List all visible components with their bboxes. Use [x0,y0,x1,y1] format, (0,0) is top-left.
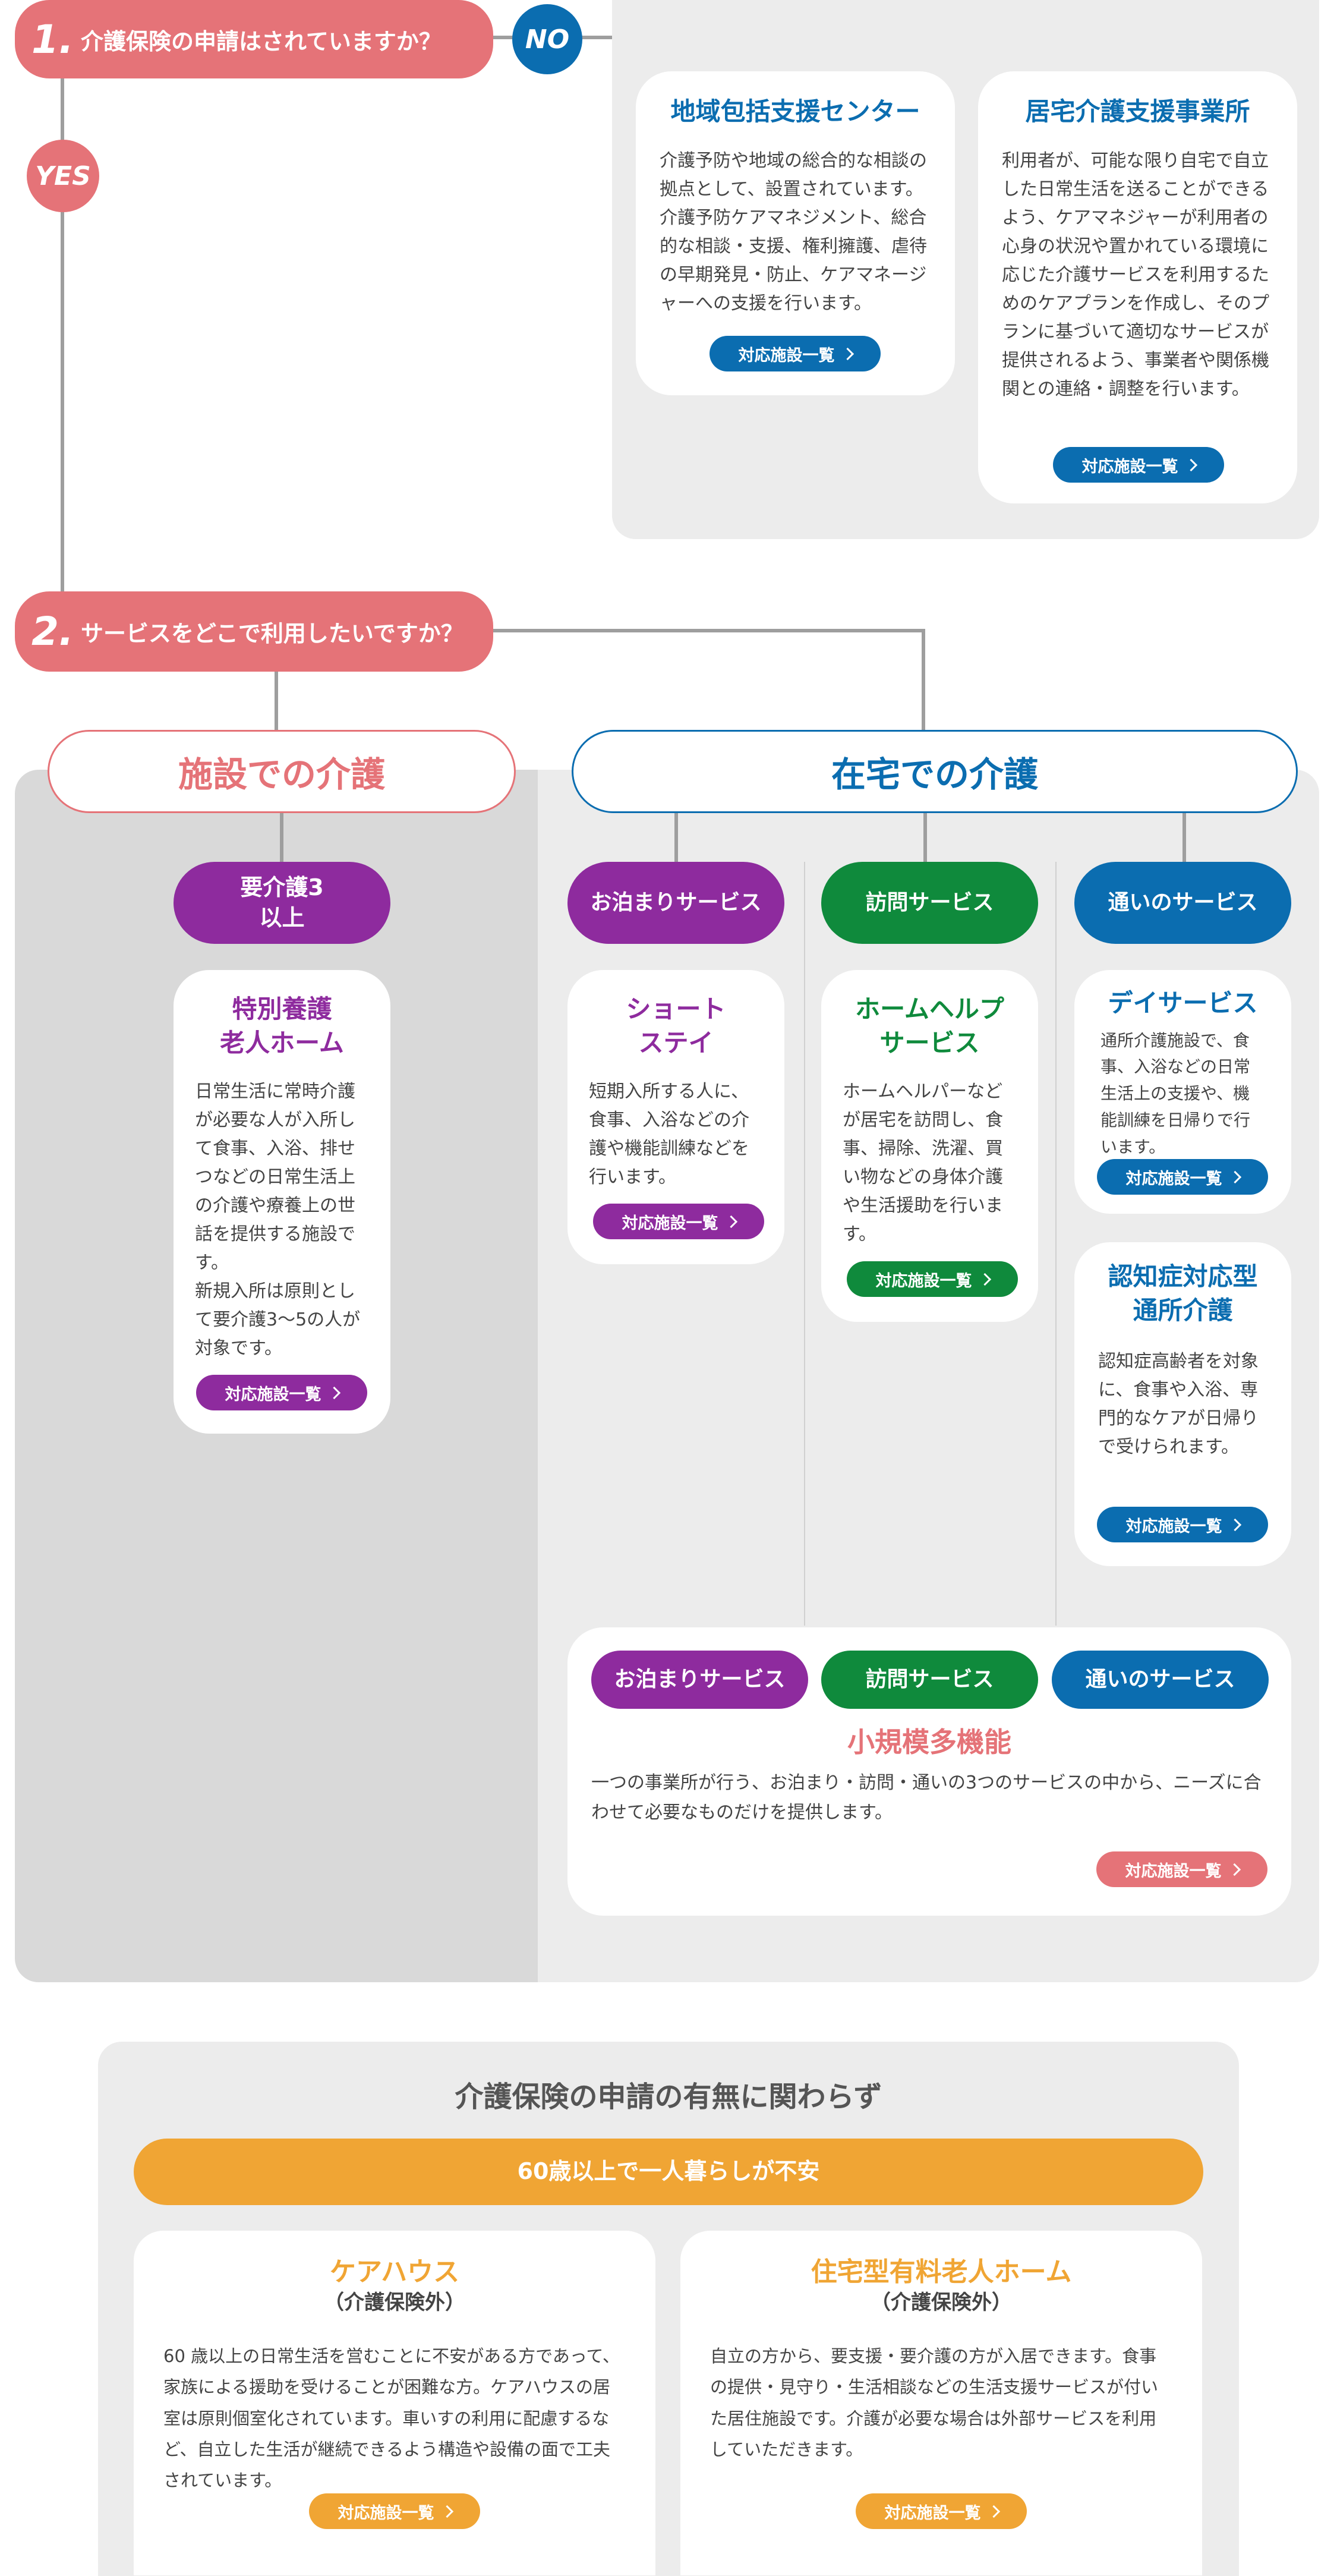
non-insurance-heading: 介護保険の申請の有無に関わらず [455,2080,882,2114]
residential-home-list-button[interactable]: 対応施設一覧 [856,2493,1027,2529]
special-nursing-home-list-button[interactable]: 対応施設一覧 [196,1375,367,1410]
home-help-body: ホームヘルパーなどが居宅を訪問し、食事、掃除、洗濯、買い物などの身体介護や生活援… [843,1081,1003,1245]
no-badge: NO [512,4,582,74]
overnight-service-label: お泊まりサービス [567,862,784,944]
carehouse-subtitle: （介護保険外） [324,2291,465,2315]
carehouse-list-button[interactable]: 対応施設一覧 [309,2493,480,2529]
care-level-3-label: 要介護3 以上 [174,862,390,944]
column-divider-1 [804,862,805,1626]
connector-q2-right-v [922,629,925,731]
care-office-card: 居宅介護支援事業所 利用者が、可能な限り自宅で自立した日常生活を送ることができる… [978,71,1297,503]
multi-visit-label: 訪問サービス [821,1651,1038,1709]
dementia-day-title: 認知症対応型 通所介護 [1108,1262,1258,1325]
residential-home-card: 住宅型有料老人ホーム （介護保険外） 自立の方から、要支援・要介護の方が入居でき… [680,2231,1202,2575]
home-help-title: ホームヘルプ サービス [855,994,1004,1057]
question-1-text: 介護保険の申請はされていますか？ [81,28,442,55]
special-nursing-home-card: 特別養護 老人ホーム 日常生活に常時介護が必要な人が入所して食事、入浴、排せつな… [174,970,390,1434]
column-divider-2 [1055,862,1057,1626]
carehouse-body: 60 歳以上の日常生活を営むことに不安がある方であって、家族による援助を受けるこ… [163,2346,620,2491]
facility-care-title: 施設での介護 [178,754,385,795]
small-multifunction-title: 小規模多機能 [847,1726,1011,1758]
facility-care-header: 施設での介護 [48,730,516,813]
support-center-title: 地域包括支援センター [670,97,920,126]
home-help-list-button[interactable]: 対応施設一覧 [847,1261,1018,1297]
residential-home-body: 自立の方から、要支援・要介護の方が入居できます。食事の提供・見守り・生活相談など… [710,2346,1159,2460]
question-2-number: 2. [31,609,74,654]
connector-stay [674,813,678,863]
dementia-day-list-button[interactable]: 対応施設一覧 [1097,1507,1268,1542]
support-center-body: 介護予防や地域の総合的な相談の拠点として、設置されています。介護予防ケアマネジメ… [660,150,927,314]
care-office-title: 居宅介護支援事業所 [1025,97,1250,126]
special-nursing-home-body: 日常生活に常時介護が必要な人が入所して食事、入浴、排せつなどの日常生活上の介護や… [195,1081,361,1359]
short-stay-title: ショート ステイ [626,994,726,1057]
question-1: 1. 介護保険の申請はされていますか？ [15,0,493,78]
connector-q2-left-v [275,669,278,731]
short-stay-list-button[interactable]: 対応施設一覧 [593,1204,764,1239]
support-center-list-button[interactable]: 対応施設一覧 [710,336,881,371]
question-2: 2. サービスをどこで利用したいですか？ [15,591,493,672]
connector-yes [61,71,64,618]
home-care-title: 在宅での介護 [831,754,1038,795]
connector-day [1183,813,1186,863]
small-multifunction-list-button[interactable]: 対応施設一覧 [1096,1851,1267,1887]
multi-day-label: 通いのサービス [1052,1651,1269,1709]
day-service-list-button[interactable]: 対応施設一覧 [1097,1159,1268,1195]
connector-visit [923,813,927,863]
short-stay-body: 短期入所する人に、食事、入浴などの介護や機能訓練などを行います。 [589,1081,749,1188]
living-alone-bar: 60歳以上で一人暮らしが不安 [134,2139,1203,2205]
multi-overnight-label: お泊まりサービス [591,1651,808,1709]
day-service-label: 通いのサービス [1074,862,1291,944]
connector-q2-right-h [487,629,925,632]
dementia-day-body: 認知症高齢者を対象に、食事や入浴、専門的なケアが日帰りで受けられます。 [1098,1351,1259,1458]
day-service-body: 通所介護施設で、食事、入浴などの日常生活上の支援や、機能訓練を日帰りで行います。 [1100,1030,1251,1157]
visit-service-label: 訪問サービス [821,862,1038,944]
day-service-title: デイサービス [1108,988,1258,1018]
question-2-text: サービスをどこで利用したいですか？ [81,621,463,647]
residential-home-title: 住宅型有料老人ホーム [811,2257,1072,2287]
care-office-list-button[interactable]: 対応施設一覧 [1053,447,1224,483]
carehouse-title: ケアハウス [329,2257,460,2287]
small-multifunction-body: 一つの事業所が行う、お泊まり・訪問・通いの3つのサービスの中から、ニーズに合わせ… [591,1772,1262,1823]
connector-facility [280,813,283,863]
yes-badge: YES [27,140,99,212]
question-1-number: 1. [31,16,74,62]
residential-home-subtitle: （介護保険外） [871,2291,1012,2315]
special-nursing-home-title: 特別養護 老人ホーム [220,994,344,1057]
home-care-header: 在宅での介護 [572,730,1298,813]
care-office-body: 利用者が、可能な限り自宅で自立した日常生活を送ることができるよう、ケアマネジャー… [1002,150,1269,399]
